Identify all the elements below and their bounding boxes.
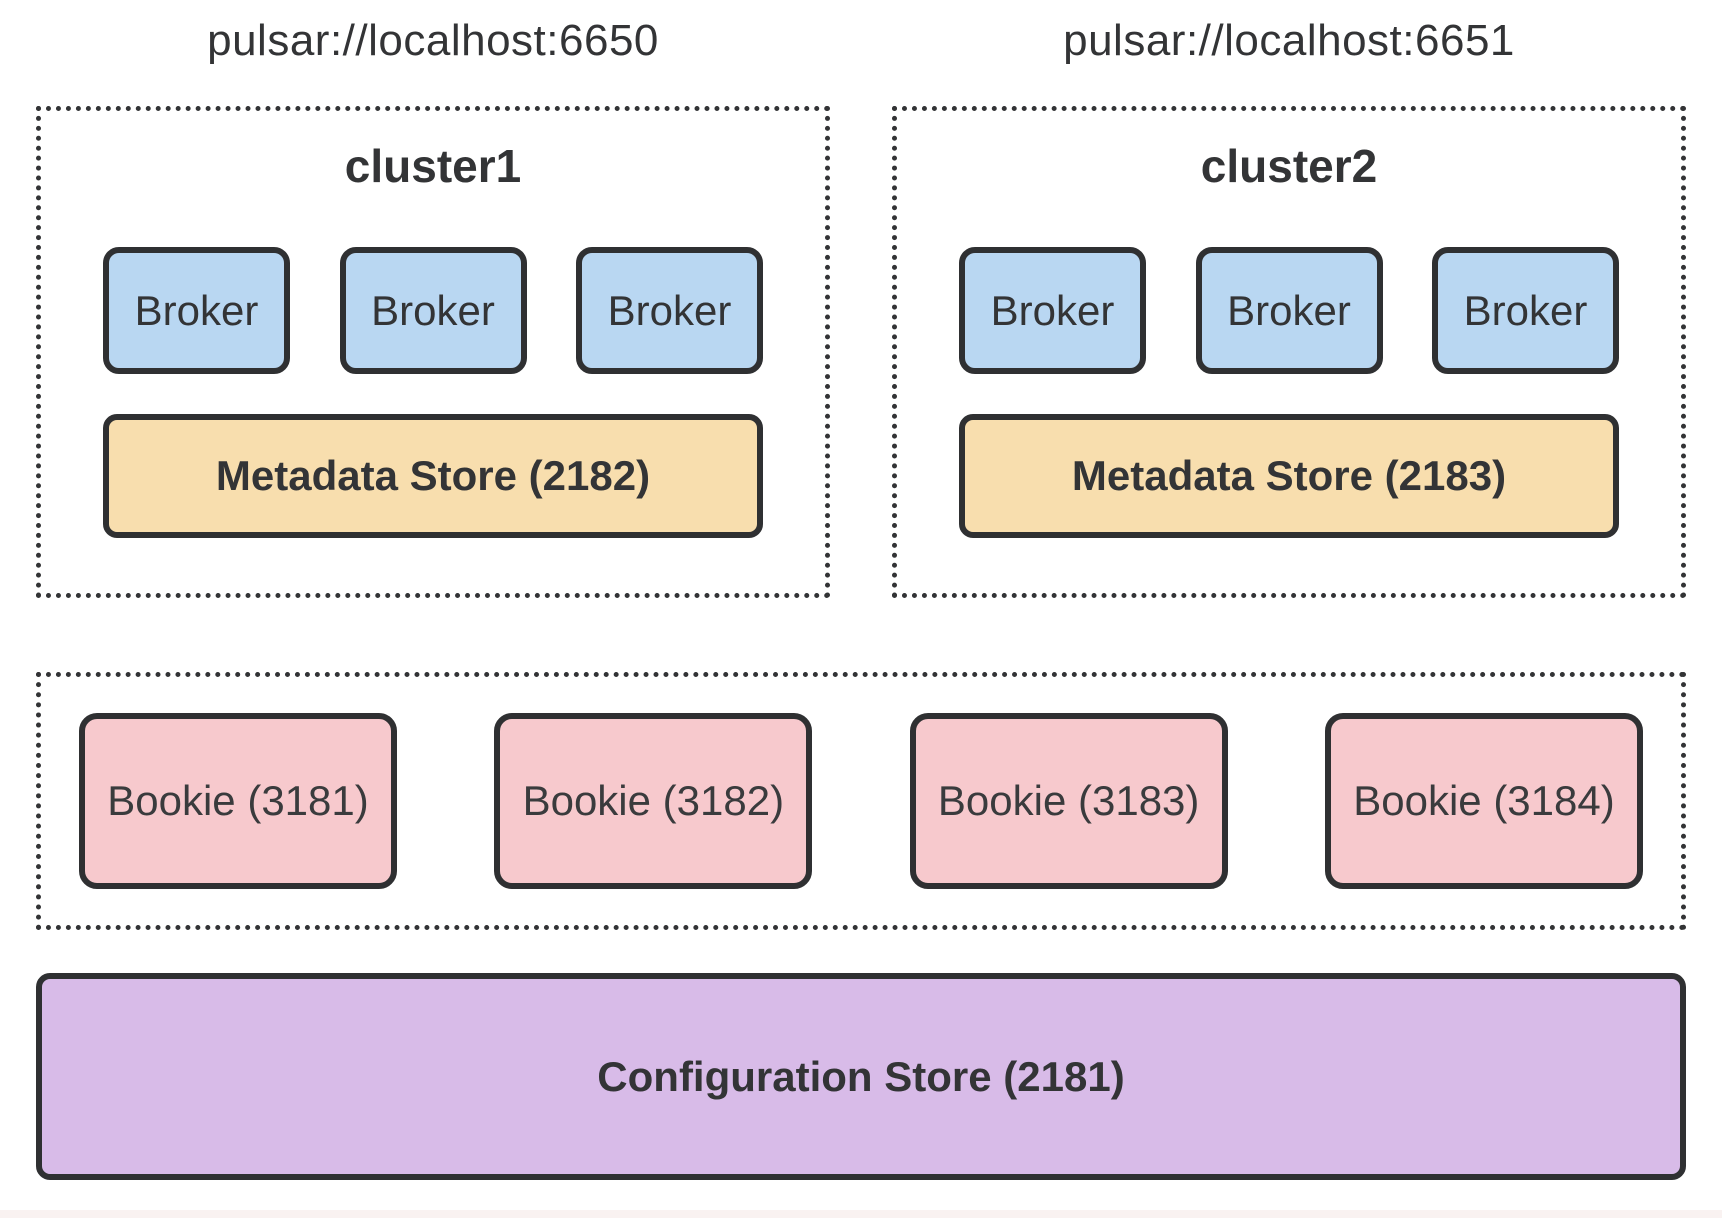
cluster2-box: cluster2 Broker Broker Broker Metadata S… [892,106,1686,598]
broker-box: Broker [103,247,290,374]
bookie-box: Bookie (3184) [1324,713,1643,889]
cluster2-broker-row: Broker Broker Broker [897,247,1681,374]
bottom-edge-strip [0,1210,1722,1218]
cluster2-metadata-store-box: Metadata Store (2183) [959,414,1619,538]
cluster1-broker-row: Broker Broker Broker [41,247,825,374]
bookie-ensemble-box: Bookie (3181) Bookie (3182) Bookie (3183… [36,672,1686,930]
cluster1-box: cluster1 Broker Broker Broker Metadata S… [36,106,830,598]
broker-box: Broker [1432,247,1619,374]
cluster1-title: cluster1 [344,140,522,192]
broker-box: Broker [1195,247,1383,374]
broker-box: Broker [339,247,527,374]
bookie-box: Bookie (3182) [494,713,813,889]
broker-box: Broker [576,247,763,374]
bookie-box: Bookie (3183) [909,713,1228,889]
cluster2-title: cluster2 [1200,140,1378,192]
cluster1-metadata-store-box: Metadata Store (2182) [103,414,763,538]
broker-box: Broker [959,247,1146,374]
cluster1-endpoint-label: pulsar://localhost:6650 [207,16,659,65]
bookie-box: Bookie (3181) [79,713,397,889]
cluster2-endpoint-label: pulsar://localhost:6651 [1063,16,1515,65]
configuration-store-box: Configuration Store (2181) [36,973,1686,1180]
